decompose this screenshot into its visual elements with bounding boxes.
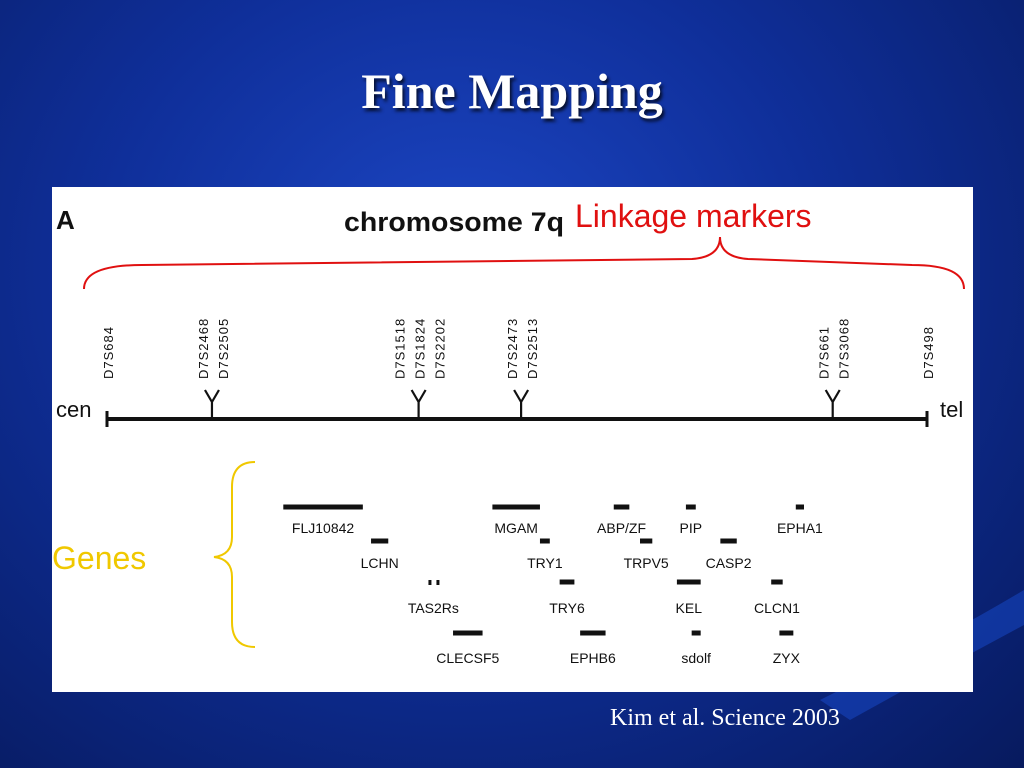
gene-bar xyxy=(771,579,783,585)
marker-label: D7S684 xyxy=(101,326,116,379)
gene-label: TRY6 xyxy=(549,600,585,616)
gene-label: EPHB6 xyxy=(570,650,616,666)
gene-bar xyxy=(720,538,737,544)
gene-label: PIP xyxy=(680,520,703,536)
gene-label: CASP2 xyxy=(706,555,752,571)
gene-label: TRY1 xyxy=(527,555,563,571)
linkage-markers-label: Linkage markers xyxy=(575,198,812,234)
marker-tick xyxy=(824,389,841,419)
gene-bar xyxy=(691,630,701,636)
linkage-brace xyxy=(83,236,965,290)
marker-tick xyxy=(410,389,427,419)
gene-label: TRPV5 xyxy=(624,555,669,571)
chromosome-label: chromosome 7q xyxy=(344,207,564,237)
gene-bar xyxy=(428,580,432,585)
gene-label: CLECSF5 xyxy=(436,650,499,666)
gene-bar xyxy=(559,579,575,585)
gene-label: sdolf xyxy=(681,650,711,666)
genes-label: Genes xyxy=(52,540,146,576)
marker-label: D7S498 xyxy=(921,326,936,379)
gene-bar xyxy=(283,504,363,510)
gene-label: ABP/ZF xyxy=(597,520,646,536)
gene-label: MGAM xyxy=(494,520,538,536)
marker-label: D7S1518 xyxy=(393,318,408,379)
gene-bar xyxy=(492,504,540,510)
gene-bar xyxy=(539,538,550,544)
marker-label: D7S3068 xyxy=(837,318,852,379)
marker-label: D7S661 xyxy=(817,326,832,379)
gene-bar xyxy=(676,579,701,585)
gene-label: EPHA1 xyxy=(777,520,823,536)
marker-label: D7S2473 xyxy=(505,318,520,379)
marker-label: D7S2505 xyxy=(216,318,231,379)
gene-label: LCHN xyxy=(361,555,399,571)
gene-bar xyxy=(436,580,440,585)
marker-label: D7S2513 xyxy=(525,318,540,379)
gene-bar xyxy=(580,630,606,636)
genes-brace xyxy=(213,461,256,648)
gene-bar xyxy=(685,504,696,510)
gene-bar xyxy=(640,538,653,544)
telomere-label: tel xyxy=(940,397,963,422)
marker-tick xyxy=(513,389,530,419)
gene-label: FLJ10842 xyxy=(292,520,354,536)
gene-bar xyxy=(795,504,804,510)
citation: Kim et al. Science 2003 xyxy=(610,705,840,731)
gene-label: KEL xyxy=(676,600,703,616)
marker-label: D7S2468 xyxy=(196,318,211,379)
gene-label: TAS2Rs xyxy=(408,600,459,616)
gene-bar xyxy=(371,538,389,544)
marker-label: D7S2202 xyxy=(433,318,448,379)
gene-label: CLCN1 xyxy=(754,600,800,616)
marker-label: D7S1824 xyxy=(413,318,428,379)
gene-bar xyxy=(779,630,794,636)
marker-tick xyxy=(204,389,220,419)
gene-bar xyxy=(453,630,483,636)
panel-letter: A xyxy=(56,205,75,235)
centromere-label: cen xyxy=(56,397,91,422)
slide-title: Fine Mapping xyxy=(361,63,663,119)
gene-bar xyxy=(613,504,630,510)
gene-label: ZYX xyxy=(773,650,801,666)
